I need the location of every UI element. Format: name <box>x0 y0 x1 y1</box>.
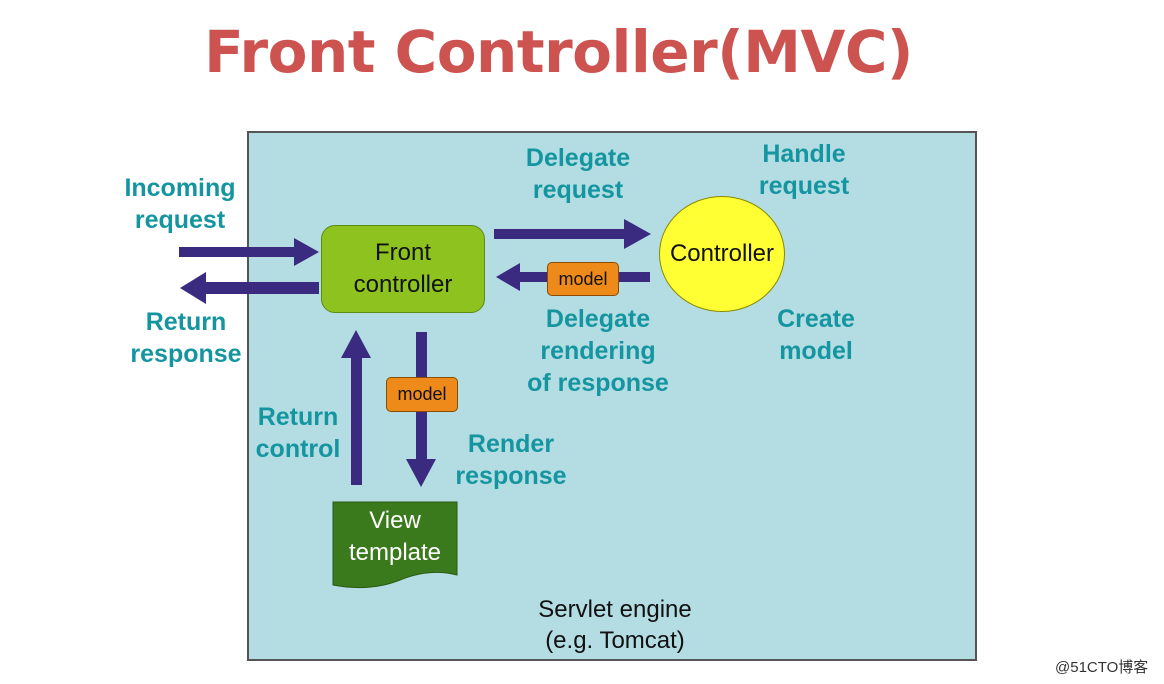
return-control-label: Return control <box>255 403 341 463</box>
incoming-request-label: Incoming request <box>124 174 236 234</box>
delegate-request-arrow <box>494 219 651 249</box>
model-badge-top: model <box>547 262 619 296</box>
controller-circle: Controller <box>659 196 785 312</box>
servlet-engine-label: Servlet engine (e.g. Tomcat) <box>538 596 692 654</box>
render-response-label: Render response <box>455 430 567 490</box>
incoming-request-arrow <box>179 238 319 266</box>
return-control-arrow <box>341 330 371 485</box>
return-response-arrow <box>180 272 319 304</box>
watermark: @51CTO博客 <box>1055 659 1149 676</box>
front-controller-label: Front controller <box>353 239 453 298</box>
view-template-label: View template <box>348 507 442 566</box>
model-badge-bottom: model <box>386 377 458 412</box>
delegate-request-label: Delegate request <box>525 144 631 204</box>
controller-label: Controller <box>669 240 775 267</box>
slide-title: Front Controller(MVC) <box>204 18 913 86</box>
return-response-label: Return response <box>130 308 242 368</box>
handle-request-label: Handle request <box>758 140 850 200</box>
view-template-shape <box>332 501 458 589</box>
front-controller-box: Front controller <box>321 225 485 313</box>
create-model-label: Create model <box>777 305 855 365</box>
delegate-rendering-label: Delegate rendering of response <box>527 305 669 397</box>
